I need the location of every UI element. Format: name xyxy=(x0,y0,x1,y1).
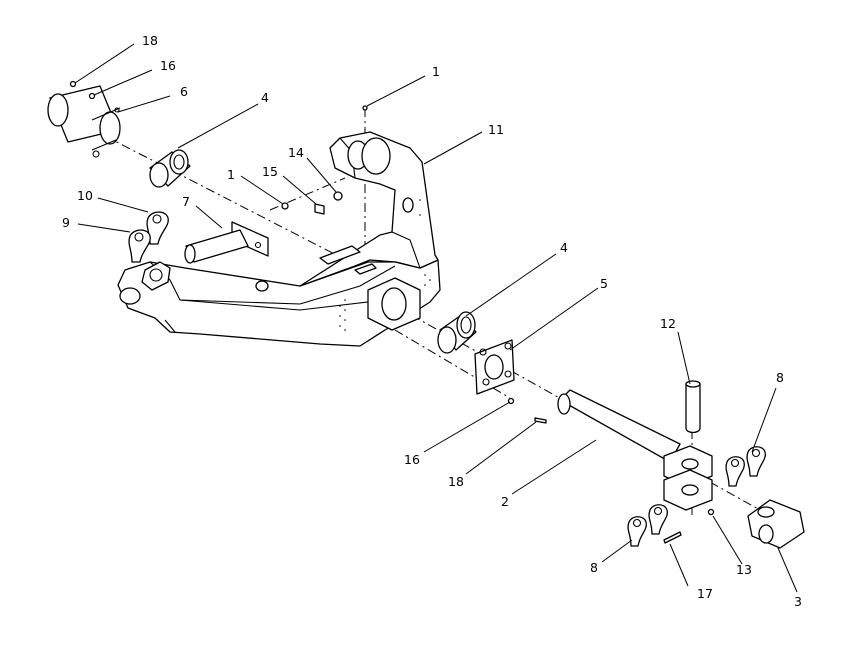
callout-16-top: 16 xyxy=(160,58,176,73)
callout-15: 15 xyxy=(262,164,278,179)
callout-labels: 18 16 6 4 1 11 14 15 1 10 7 9 4 5 12 8 1… xyxy=(62,33,802,609)
tube xyxy=(557,389,681,463)
pin-with-plate xyxy=(184,221,269,264)
callout-18-top: 18 xyxy=(142,33,158,48)
hardware-top xyxy=(69,80,368,215)
vertical-pin xyxy=(685,380,701,434)
bushing-top xyxy=(149,149,191,188)
callout-13: 13 xyxy=(736,562,752,577)
lock-washers-bottom xyxy=(627,504,668,547)
callout-4-top: 4 xyxy=(261,90,269,105)
callout-12: 12 xyxy=(660,316,676,331)
callout-10: 10 xyxy=(77,188,93,203)
callout-1-mid: 1 xyxy=(227,167,235,182)
hardware-bottom xyxy=(663,508,715,544)
main-frame xyxy=(117,131,441,347)
cylinder-cap xyxy=(47,85,121,158)
callout-16-bottom: 16 xyxy=(404,452,420,467)
leader-lines xyxy=(74,43,798,593)
callout-18-bottom: 18 xyxy=(448,474,464,489)
callout-5: 5 xyxy=(600,276,608,291)
eye-end xyxy=(747,499,805,549)
hardware-mid xyxy=(507,397,547,424)
callout-8-bottom: 8 xyxy=(590,560,598,575)
lock-washers-left xyxy=(128,211,171,291)
callout-4-mid: 4 xyxy=(560,240,568,255)
flange-plate xyxy=(474,339,515,395)
callout-14: 14 xyxy=(288,145,304,160)
callout-7: 7 xyxy=(182,194,190,209)
callout-6: 6 xyxy=(180,84,188,99)
bushing-mid xyxy=(437,311,477,354)
callout-3: 3 xyxy=(794,594,802,609)
callout-9: 9 xyxy=(62,215,70,230)
callout-17: 17 xyxy=(697,586,713,601)
callout-8-right: 8 xyxy=(776,370,784,385)
lock-washers-right xyxy=(725,446,766,487)
callout-11: 11 xyxy=(488,122,504,137)
callout-1-top: 1 xyxy=(432,64,440,79)
clevis xyxy=(663,445,713,511)
callout-2: 2 xyxy=(501,494,509,509)
